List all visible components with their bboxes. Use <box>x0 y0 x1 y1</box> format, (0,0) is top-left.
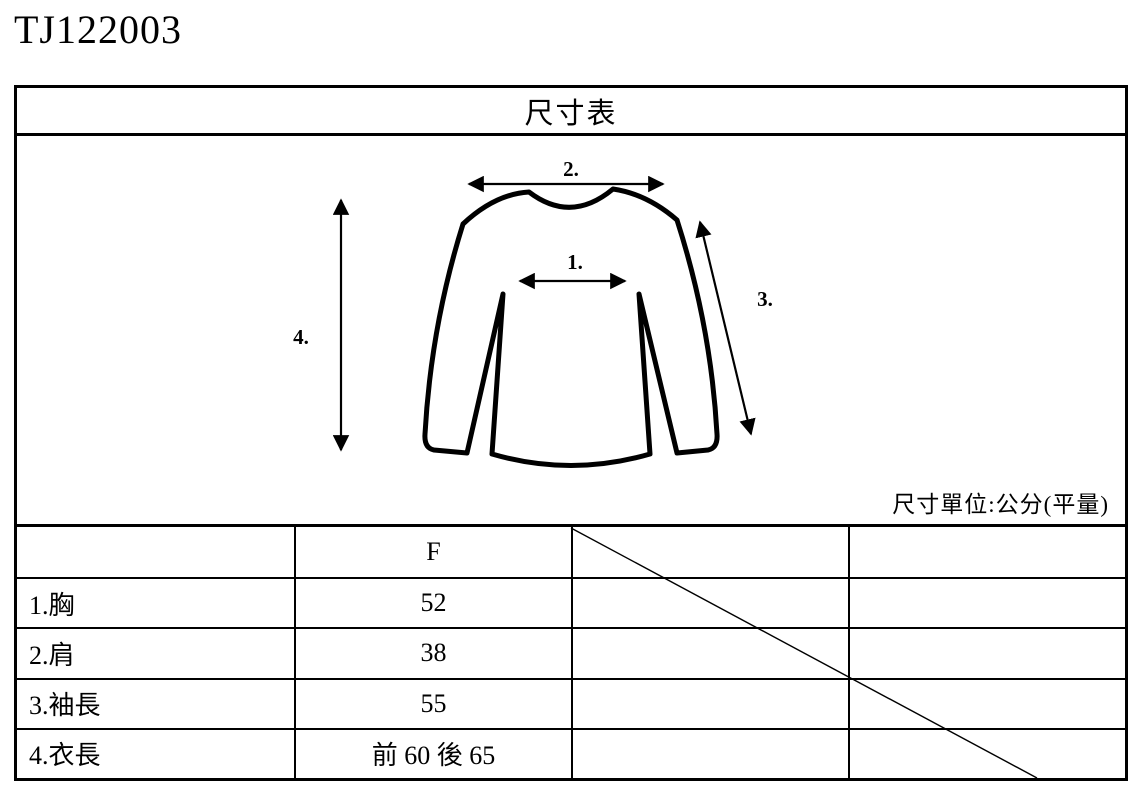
size-chart-title: 尺寸表 <box>17 88 1125 136</box>
header-cell-empty <box>571 527 848 578</box>
size-chart: 尺寸表 2. 1. 3. 4. 尺寸單位:公分(平量) F <box>14 85 1128 781</box>
shirt-diagram: 2. 1. 3. 4. <box>293 157 773 468</box>
empty-cell <box>571 727 848 778</box>
header-cell-empty <box>848 527 1125 578</box>
shirt-outline <box>422 186 720 468</box>
empty-cell <box>848 577 1125 628</box>
sleeve-length-arrow <box>695 220 756 436</box>
empty-cell <box>848 727 1125 778</box>
empty-cell <box>571 627 848 678</box>
empty-cell <box>571 677 848 728</box>
shoulder-arrow-label: 2. <box>563 157 579 181</box>
row-value-shoulder: 38 <box>294 627 571 678</box>
empty-cell <box>571 577 848 628</box>
empty-cell <box>848 677 1125 728</box>
garment-diagram-cell: 2. 1. 3. 4. 尺寸單位:公分(平量) <box>17 136 1125 527</box>
header-cell-empty <box>17 527 294 577</box>
product-code: TJ122003 <box>14 7 182 52</box>
chest-arrow-label: 1. <box>567 250 583 274</box>
size-table: F 1.胸 52 2.肩 38 3.袖長 55 4.衣長 前 60 後 65 <box>17 527 1125 778</box>
header-cell-size-f: F <box>294 527 571 578</box>
row-label-garment-length: 4.衣長 <box>17 727 294 778</box>
length-arrow-label: 4. <box>293 325 309 349</box>
empty-cell <box>848 627 1125 678</box>
sleeve-arrow-label: 3. <box>757 287 773 311</box>
unit-note: 尺寸單位:公分(平量) <box>892 492 1109 517</box>
row-label-shoulder: 2.肩 <box>17 627 294 677</box>
row-value-garment-length: 前 60 後 65 <box>294 727 571 778</box>
row-value-sleeve-length: 55 <box>294 677 571 728</box>
row-label-chest: 1.胸 <box>17 577 294 627</box>
row-value-chest: 52 <box>294 577 571 628</box>
row-label-sleeve-length: 3.袖長 <box>17 677 294 728</box>
